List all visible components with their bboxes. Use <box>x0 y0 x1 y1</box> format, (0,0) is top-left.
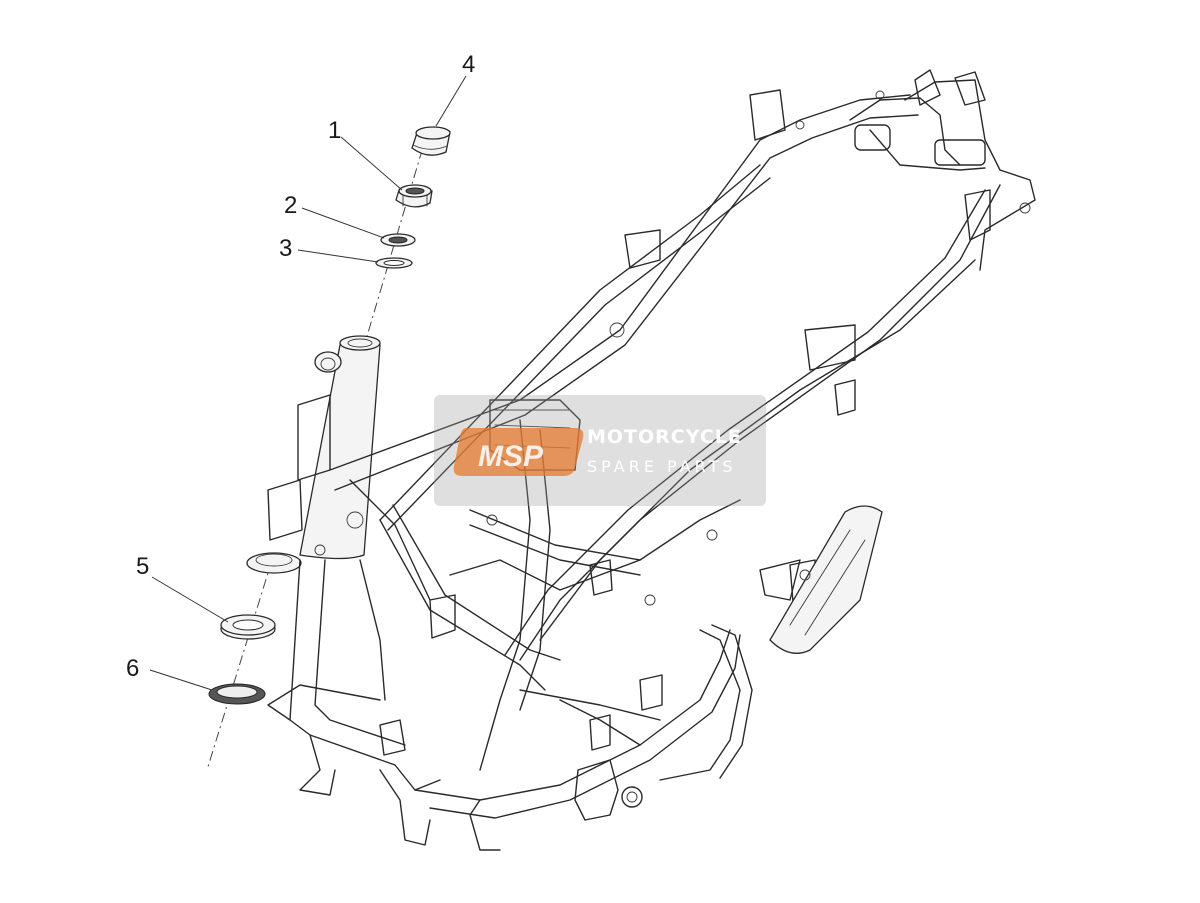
scooter-frame <box>246 69 1036 851</box>
part-4-bearing-cap[interactable] <box>411 126 451 156</box>
part-3-washer[interactable] <box>375 257 413 269</box>
leader-6 <box>149 669 213 691</box>
part-1-ring-nut[interactable] <box>395 184 433 208</box>
leader-2 <box>301 207 385 239</box>
part-2-bearing-ring[interactable] <box>380 233 416 247</box>
leader-5 <box>151 576 229 623</box>
leader-4 <box>435 75 467 127</box>
watermark-logo-shape <box>453 428 584 476</box>
callout-2: 2 <box>284 192 297 219</box>
callout-4: 4 <box>462 51 475 78</box>
leader-1 <box>340 136 403 191</box>
watermark-line2: SPARE PARTS <box>587 457 737 476</box>
watermark: MSP MOTORCYCLE SPARE PARTS <box>434 395 766 506</box>
callout-3: 3 <box>279 235 292 262</box>
steering-axis-lower <box>206 559 273 771</box>
watermark-line1: MOTORCYCLE <box>587 426 742 448</box>
callout-1: 1 <box>328 117 341 144</box>
callout-5: 5 <box>136 553 149 580</box>
leader-3 <box>297 249 379 263</box>
part-6-lower-seal[interactable] <box>208 683 266 705</box>
watermark-logo: MSP <box>478 440 544 473</box>
watermark-box <box>434 395 766 506</box>
part-5-lower-bearing[interactable] <box>220 614 276 640</box>
callout-6: 6 <box>126 655 139 682</box>
